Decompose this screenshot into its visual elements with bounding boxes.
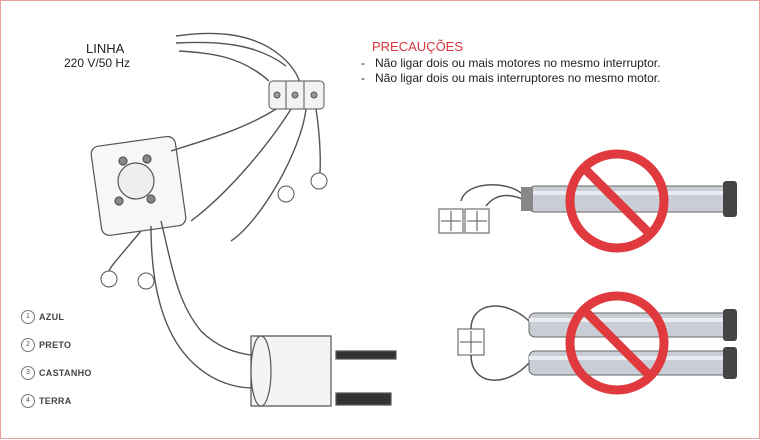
legend-label: PRETO — [39, 340, 72, 350]
scenario-two-switches — [438, 149, 737, 253]
switch-icon — [457, 328, 485, 356]
precaution-item: -Não ligar dois ou mais motores no mesmo… — [361, 56, 660, 70]
precautions-title: PRECAUÇÕES — [372, 39, 464, 54]
line-title: LINHA — [86, 41, 125, 56]
legend-label: AZUL — [39, 312, 65, 322]
switch-housing — [90, 135, 187, 236]
tubular-motor-icon — [521, 181, 737, 217]
precaution-text: Não ligar dois ou mais motores no mesmo … — [375, 56, 661, 70]
prohibited-icon — [565, 149, 669, 253]
scenario-two-motors — [457, 291, 737, 395]
legend-number-badge: 2 — [21, 338, 35, 352]
precaution-item: -Não ligar dois ou mais interruptores no… — [361, 71, 660, 85]
legend-number-badge: 1 — [21, 310, 35, 324]
bullet-dash: - — [361, 56, 365, 70]
prohibited-icon — [565, 291, 669, 395]
legend-label: CASTANHO — [39, 368, 92, 378]
terminal-block — [268, 80, 325, 110]
line-input-wires — [175, 32, 302, 92]
precaution-text: Não ligar dois ou mais interruptores no … — [375, 71, 661, 85]
line-spec: 220 V/50 Hz — [64, 56, 131, 70]
legend-label: TERRA — [39, 396, 72, 406]
motor-head — [250, 335, 397, 407]
legend-number-badge: 3 — [21, 366, 35, 380]
legend-number-badge: 4 — [21, 394, 35, 408]
switch-icon — [438, 208, 490, 234]
tubular-motor-icon — [528, 309, 737, 379]
drawing-callouts — [100, 172, 328, 290]
bullet-dash: - — [361, 71, 365, 85]
